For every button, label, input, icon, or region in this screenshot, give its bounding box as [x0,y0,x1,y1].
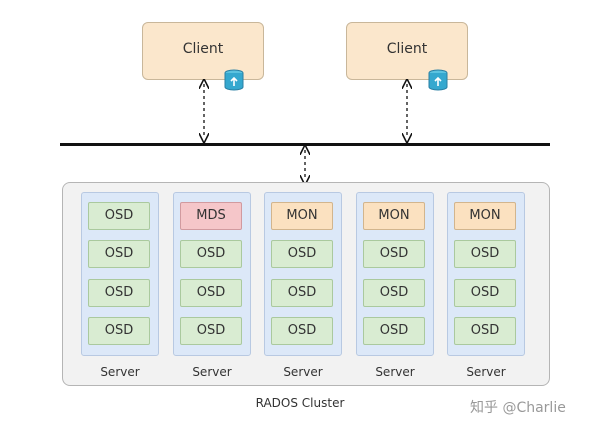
server-label: Server [375,365,415,379]
osd-daemon: OSD [454,240,516,268]
watermark: 知乎 @Charlie [470,400,566,416]
server-node: MDS OSD OSD OSD [173,192,251,356]
mon-daemon: MON [454,202,516,230]
osd-daemon: OSD [363,279,425,307]
osd-daemon: OSD [363,317,425,345]
client-label: Client [182,41,224,57]
server-label: Server [100,365,140,379]
server-label: Server [466,365,506,379]
mon-daemon: MON [363,202,425,230]
server-node: MON OSD OSD OSD [356,192,434,356]
osd-daemon: OSD [88,317,150,345]
osd-daemon: OSD [363,240,425,268]
server-label: Server [283,365,323,379]
connection-arrows [0,0,600,200]
osd-daemon: OSD [88,279,150,307]
osd-daemon: OSD [180,279,242,307]
server-node: OSD OSD OSD OSD [81,192,159,356]
osd-daemon: OSD [271,317,333,345]
osd-daemon: OSD [271,279,333,307]
osd-daemon: OSD [180,240,242,268]
mds-daemon: MDS [180,202,242,230]
database-upload-icon [428,69,448,91]
mon-daemon: MON [271,202,333,230]
network-bus [60,143,550,146]
client-node: Client [142,22,264,91]
cluster-label: RADOS Cluster [255,396,345,410]
database-upload-icon [224,69,244,91]
client-label: Client [386,41,428,57]
osd-daemon: OSD [271,240,333,268]
osd-daemon: OSD [88,240,150,268]
server-label: Server [192,365,232,379]
server-node: MON OSD OSD OSD [264,192,342,356]
osd-daemon: OSD [454,317,516,345]
osd-daemon: OSD [180,317,242,345]
osd-daemon: OSD [454,279,516,307]
osd-daemon: OSD [88,202,150,230]
server-node: MON OSD OSD OSD [447,192,525,356]
